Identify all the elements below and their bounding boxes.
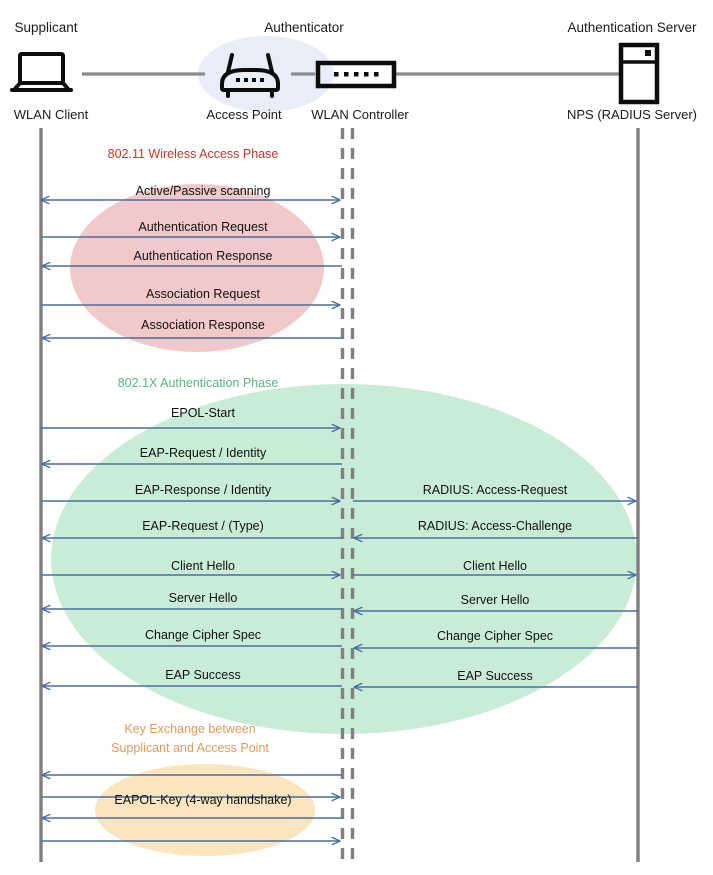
message-label-right-1: RADIUS: Access-Challenge: [417, 519, 573, 533]
message-label-left-6: EAP-Request / Identity: [139, 446, 267, 460]
access-point-icon: [220, 53, 280, 98]
message-label-left-11: Change Cipher Spec: [144, 628, 262, 642]
actor-role-supplicant: Supplicant: [14, 20, 78, 35]
phase-ellipse-wireless-access: [70, 184, 324, 352]
message-label-left-15: EAPOL-Key (4-way handshake): [114, 793, 292, 807]
phase-label-dot1x-auth: 802.1X Authentication Phase: [117, 376, 279, 390]
message-label-left-12: EAP Success: [165, 668, 241, 682]
message-label-left-0: Active/Passive scanning: [135, 184, 271, 198]
server-icon: [618, 42, 660, 105]
message-label-left-8: EAP-Request / (Type): [142, 519, 264, 533]
message-label-left-3: Association Request: [146, 287, 260, 301]
message-label-right-3: Server Hello: [460, 593, 530, 607]
actor-device-wlan-client: WLAN Client: [13, 107, 89, 122]
laptop-icon: [10, 52, 73, 92]
message-label-right-5: EAP Success: [457, 669, 533, 683]
message-label-left-5: EPOL-Start: [171, 406, 235, 420]
phase-label-wireless-access: 802.11 Wireless Access Phase: [107, 147, 279, 161]
actor-role-authenticator: Authenticator: [264, 20, 344, 35]
actor-device-access-point: Access Point: [206, 107, 282, 122]
message-label-right-4: Change Cipher Spec: [436, 629, 554, 643]
actor-role-auth-server: Authentication Server: [567, 20, 697, 35]
message-label-left-4: Association Response: [141, 318, 265, 332]
phase-label-key-exchange-line2: Supplicant and Access Point: [111, 741, 269, 755]
wlan-controller-icon: [315, 60, 397, 89]
message-label-left-1: Authentication Request: [138, 220, 268, 234]
phase-ellipse-key-exchange: [95, 764, 315, 856]
message-label-left-2: Authentication Response: [133, 249, 273, 263]
message-label-left-10: Server Hello: [168, 591, 238, 605]
message-label-right-0: RADIUS: Access-Request: [422, 483, 568, 497]
actor-device-nps: NPS (RADIUS Server): [566, 107, 698, 122]
message-label-left-9: Client Hello: [171, 559, 235, 573]
actor-device-wlan-controller: WLAN Controller: [311, 107, 409, 122]
phase-label-key-exchange-line1: Key Exchange between: [124, 722, 256, 736]
message-label-left-7: EAP-Response / Identity: [134, 483, 272, 497]
message-label-right-2: Client Hello: [463, 559, 527, 573]
